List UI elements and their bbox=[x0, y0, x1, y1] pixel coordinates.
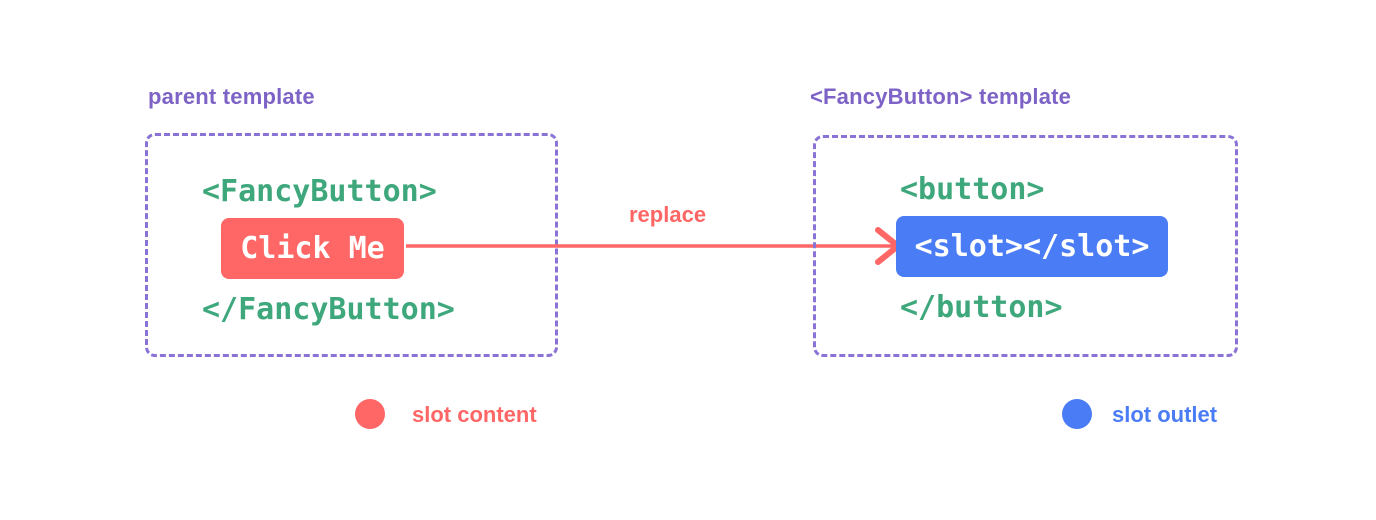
click-me-label: Click Me bbox=[240, 231, 385, 266]
parent-template-title: parent template bbox=[148, 84, 315, 109]
slot-tag-label: <slot></slot> bbox=[914, 229, 1150, 264]
slot-outlet-dot-icon bbox=[1062, 399, 1092, 429]
fancybutton-template-box bbox=[813, 135, 1238, 357]
slot-outlet-pill: <slot></slot> bbox=[896, 216, 1168, 277]
replace-label: replace bbox=[629, 202, 707, 227]
button-open-tag: <button> bbox=[900, 172, 1045, 207]
fancybutton-template-title: <FancyButton> template bbox=[810, 84, 1072, 109]
fancybutton-close-tag: </FancyButton> bbox=[202, 292, 455, 327]
slot-content-label: slot content bbox=[412, 402, 537, 427]
fancybutton-open-tag: <FancyButton> bbox=[202, 174, 437, 209]
slot-outlet-label: slot outlet bbox=[1112, 402, 1218, 427]
click-me-button: Click Me bbox=[221, 218, 404, 279]
button-close-tag: </button> bbox=[900, 290, 1063, 325]
slot-content-dot-icon bbox=[355, 399, 385, 429]
